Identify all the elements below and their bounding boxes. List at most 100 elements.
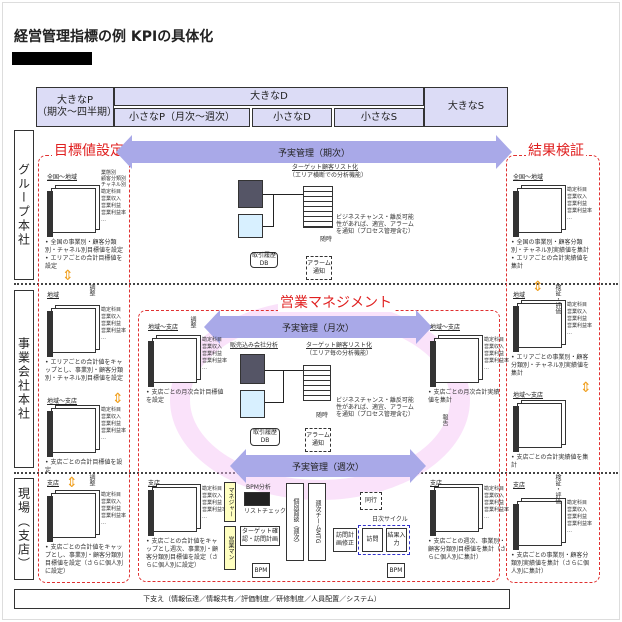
verify-label: 検証・評価 [554,284,561,314]
alarm-box: アラーム通知 [305,428,331,452]
list-title: ターゲット顧客リスト化 [292,164,359,171]
adjust-label: 調整 [189,316,196,328]
chart-thumbnail [240,354,265,384]
account-list: 勘定科目営業収入営業利益営業利益率… [484,486,509,521]
account-item: 営業利益率 [101,513,127,519]
visit-box: 訪問 [362,528,383,552]
table-label: 地域 [513,292,526,299]
account-item: … [101,335,106,341]
account-list: 勘定科目営業収入営業利益営業利益率… [101,492,126,527]
up-down-arrow-icon: ⇕ [62,268,74,284]
account-item: 営業収入 [567,309,588,315]
row-label-company: 事業会社本社 [14,290,34,468]
alarm-box: アラーム通知 [306,256,332,280]
account-item: 勘定科目 [484,486,505,492]
account-item: 営業利益率 [202,507,228,513]
period-arrow: 予実管理（期次） [116,135,512,169]
page-title: 経営管理指標の例 KPIの具体化 [14,29,214,45]
dimension-item: 顧客分類別 [101,176,127,182]
footer-support: 下支え（情報伝達／情報共有／評価制度／研修制度／人員配置／システム） [14,589,510,609]
account-item: 営業利益 [101,321,122,327]
bullet-item: • 支店ごとの合計値をキャップとし、事業別・顧客分類別目標値を設定（さらに個人別… [45,544,124,575]
result-verify-label: 結果検証 [526,140,586,160]
monthly-arrow: 予実管理（月次） [204,310,432,344]
table-label: 地域～支店 [430,324,461,331]
table-label: 支店 [513,482,526,489]
account-item: … [567,528,572,534]
header-small-s: 小さなS [334,108,424,127]
account-item: … [101,520,106,526]
row-label-field: 現場（支店） [14,478,34,580]
daily-cycle-frame [358,525,410,555]
adjust-label: 調整 [88,474,95,486]
bullet-item: • 支店ごとの合計目標値を設定 [45,459,123,474]
bullet-list: • 支店ごとの合計値をキャップとし、事業別・顧客分類別目標値を設定（さらに個人別… [45,544,125,576]
sales-mgmt-label: 営業マネジメント [278,292,394,312]
plan-fix-box: 訪問計画修正 [333,528,357,552]
account-item: 営業利益率 [567,208,593,214]
up-down-arrow-icon: ⇕ [580,380,592,396]
redacted-bar [12,52,92,65]
account-item: 営業収入 [101,414,122,420]
manager-box: マネジャー [224,482,236,522]
account-item: 勘定科目 [101,307,122,313]
header-big-d: 大きなD [114,87,424,106]
account-item: 営業利益 [202,500,223,506]
account-item: 営業利益 [484,500,505,506]
report-label: 報告 [441,414,448,426]
dimension-list: 業態別顧客分類別チャネル別 [101,170,126,188]
account-item: … [202,514,207,520]
account-item: 営業利益 [101,203,122,209]
account-item: 営業利益 [567,316,588,322]
table-label: 全国～地域 [47,174,78,181]
header-big-p: 大きなP（期次～四半期） [36,87,117,127]
header-small-d: 小さなD [252,108,332,127]
interview-box: 個別面談（週次） [286,483,304,561]
big-p-sub: （期次～四半期） [37,107,117,118]
target-list-icon [303,186,333,228]
account-item: 営業利益率 [567,323,593,329]
account-item: 勘定科目 [484,337,505,343]
salesman-box: 営業マン [224,526,236,570]
alarm-bullet: ビジネスチャンス・離反可能性があれば、適宜、アラームを通知（プロセス管理含む） [336,397,415,418]
bullet-list: • エリアごとの事業別・顧客分類別・チャネル別実績値を集計 [511,354,591,378]
account-item: 営業利益 [567,514,588,520]
account-item: 勘定科目 [101,492,122,498]
alarm-bullet: ビジネスチャンス・離反可能性があれば、適宜、アラームを通知（プロセス管理含む） [336,214,415,235]
table-label: 支店 [47,480,60,487]
table-label: 地域～支店 [513,392,544,399]
bullet-list: • 支店ごとの月次合計実績値を集計 [428,389,504,405]
bullet-item: • 支店ごとの合計値をキャップとし週次、事業別・顧客分類別目標値を設定（さらに個… [146,538,219,569]
account-item: … [567,330,572,336]
bullet-list: • 支店ごとの週次、事業別・顧客分類別目標値を集計（さらに個人別に集計） [428,538,506,562]
up-down-arrow-icon: ⇕ [66,475,78,491]
account-item: … [567,215,572,221]
account-list: 勘定科目営業収入営業利益営業利益率… [567,302,592,337]
bullet-item: • 全国の事業別・顧客分類別・チャネル別目標値を設定 [45,239,123,254]
account-item: 営業利益率 [202,358,228,364]
account-item: 営業利益率 [567,521,593,527]
list-check-label: リストチェック [244,508,287,515]
account-item: 営業収入 [101,196,122,202]
list-sub: （エリア横断での分析機能） [289,172,368,179]
target-setting-label: 目標値設定 [52,140,126,160]
scatter-thumbnail [238,214,263,238]
bpm-box: BPM [387,563,405,578]
timely-label: 随時 [320,236,333,243]
bullet-item: • 支店ごとの週次、事業別・顧客分類別目標値を集計（さらに個人別に集計） [428,538,507,561]
account-list: 勘定科目営業収入営業利益営業利益率… [101,189,126,224]
account-item: 営業収入 [484,493,505,499]
adjust-label: 調整 [88,284,95,296]
team-mtg-box: 週次チームMTG [308,483,326,561]
db-icon: 取引履歴 DB [250,428,280,446]
account-item: 営業利益 [484,351,505,357]
account-item: 勘定科目 [202,486,223,492]
bullet-list: • 支店ごとの事業別・顧客分類別実績値を集計（さらに個人別に集計） [511,552,591,576]
bullet-item: • エリアごとの合計実績値を集計 [511,255,589,270]
account-list: 勘定科目営業収入営業利益営業利益率… [567,187,592,222]
bullet-list: • 全国の事業別・顧客分類別・チャネル別目標値を設定• エリアごとの合計目標値を… [45,239,125,271]
bpm-list-icon [244,492,270,506]
header-big-s: 大きなS [424,87,508,127]
table-label: 地域 [47,292,60,299]
table-label: 支店 [430,480,443,487]
